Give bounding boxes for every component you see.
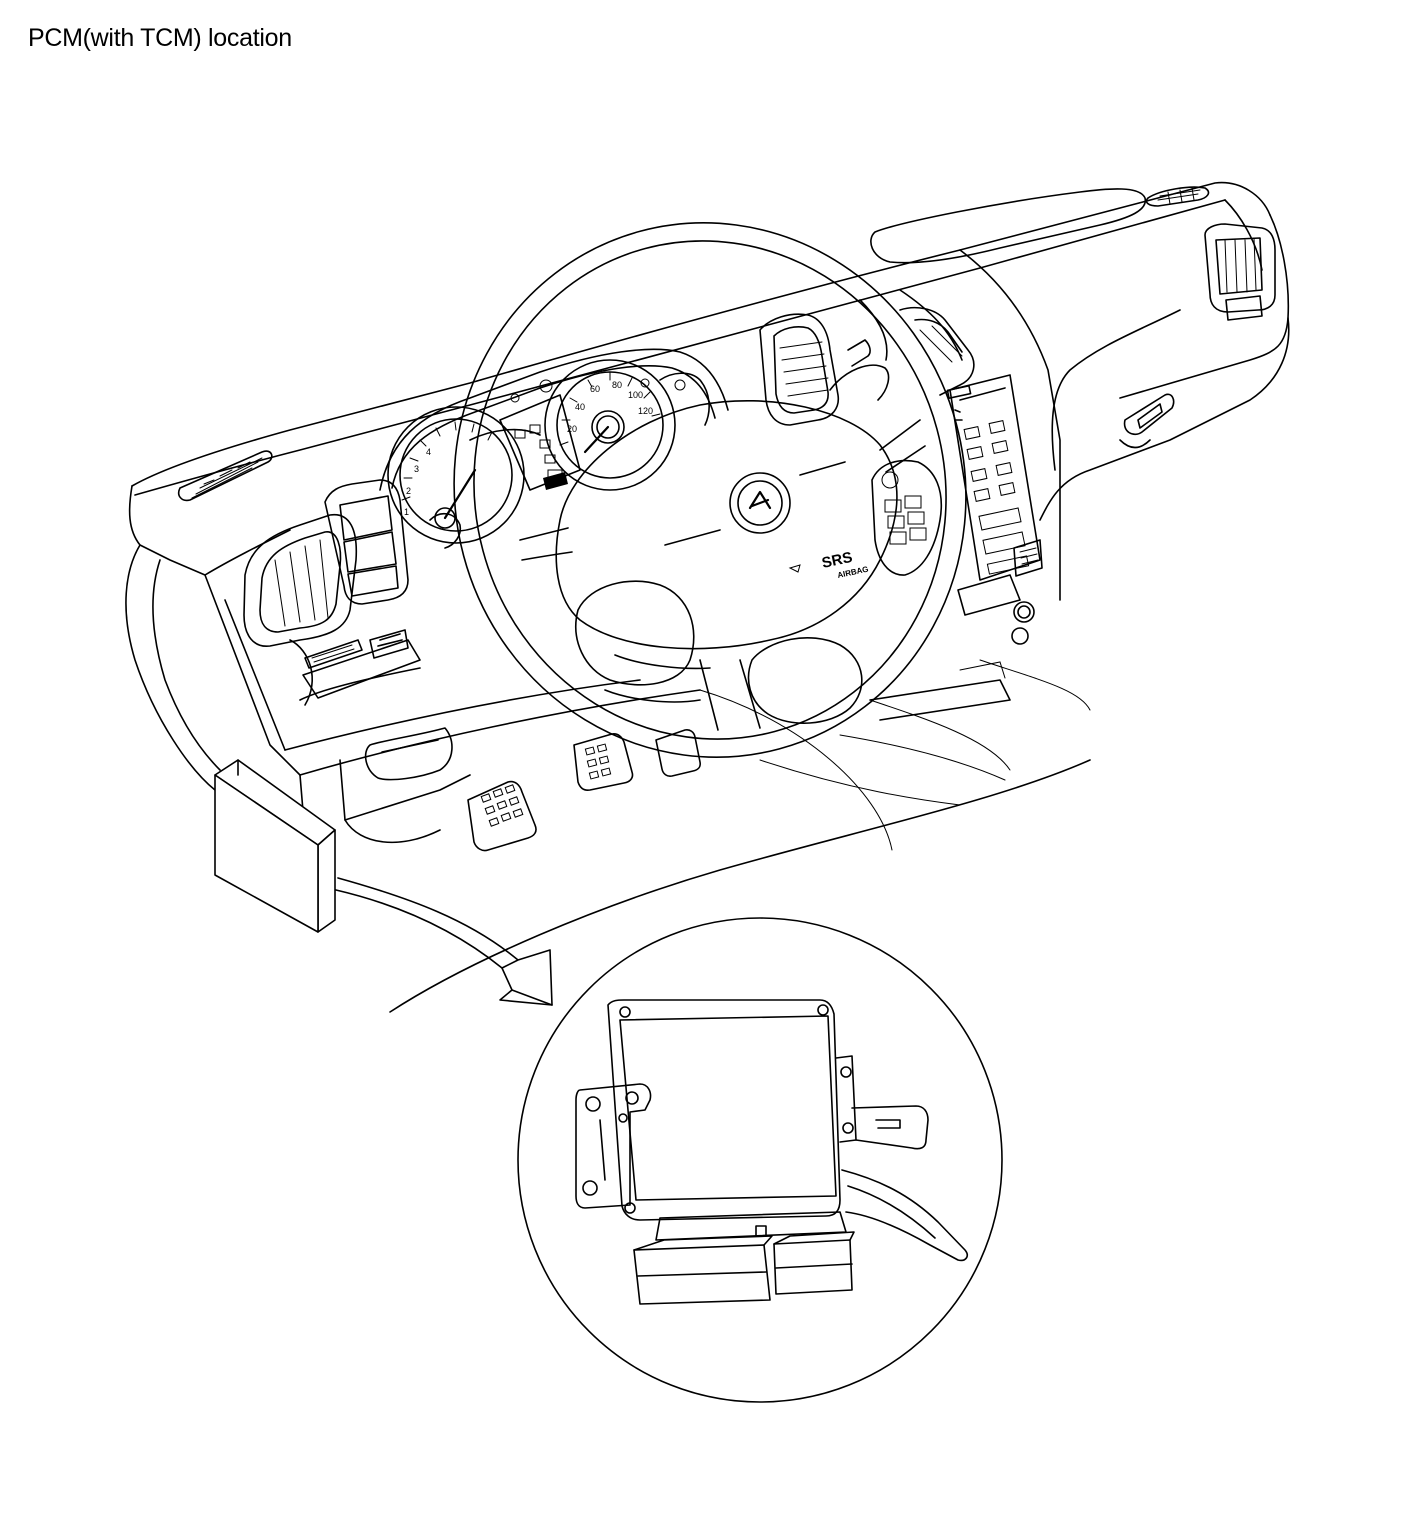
svg-text:20: 20: [567, 424, 577, 434]
page-title: PCM(with TCM) location: [28, 24, 292, 52]
pedals: [467, 729, 701, 852]
svg-text:100: 100: [628, 390, 643, 400]
pcm-module: [575, 999, 968, 1305]
steering-wheel-buttons: [881, 471, 927, 545]
center-vent: [759, 306, 975, 426]
screw-icon: [817, 1004, 829, 1016]
svg-text:80: 80: [612, 380, 622, 390]
left-switch-panel: [324, 479, 409, 605]
speedometer-needle: [583, 425, 610, 454]
mount-hole-icon: [625, 1091, 639, 1105]
left-face-vent: [243, 513, 358, 647]
svg-text:4: 4: [426, 447, 431, 457]
tachometer-ticks: [401, 421, 493, 501]
mount-hole-icon: [842, 1122, 854, 1134]
svg-text:2: 2: [406, 486, 411, 496]
cigar-lighter: [1013, 601, 1035, 623]
connector-latch-icon: [755, 1225, 767, 1237]
pcm-detail-circle: [517, 917, 1003, 1403]
airbag-label: SRS: [820, 549, 854, 572]
mount-hole-icon: [585, 1096, 601, 1112]
passenger-side: [870, 186, 1276, 449]
left-defrost-vent: [177, 450, 273, 502]
callout-arrow: [335, 877, 553, 1006]
audio-buttons: [963, 420, 1030, 575]
tachometer-needle: [443, 468, 477, 520]
steering-wheel: SRS AIRBAG: [429, 222, 967, 758]
center-stack: [946, 374, 1043, 645]
svg-text:60: 60: [590, 384, 600, 394]
screw-icon: [619, 1006, 631, 1018]
instrument-cluster: 1 2 3 4 20 40 60: [379, 348, 729, 544]
mount-hole-icon: [840, 1066, 852, 1078]
svg-text:40: 40: [575, 402, 585, 412]
dashboard-outline: [125, 181, 1290, 1013]
svg-text:3: 3: [414, 464, 419, 474]
svg-text:120: 120: [638, 406, 653, 416]
horn-emblem: [729, 472, 791, 534]
speedometer-dial: [544, 359, 676, 491]
mount-hole-icon: [582, 1180, 598, 1196]
speedometer-ticks: [559, 371, 661, 446]
pcm-box-location: [214, 759, 336, 933]
svg-text:1: 1: [404, 507, 409, 517]
